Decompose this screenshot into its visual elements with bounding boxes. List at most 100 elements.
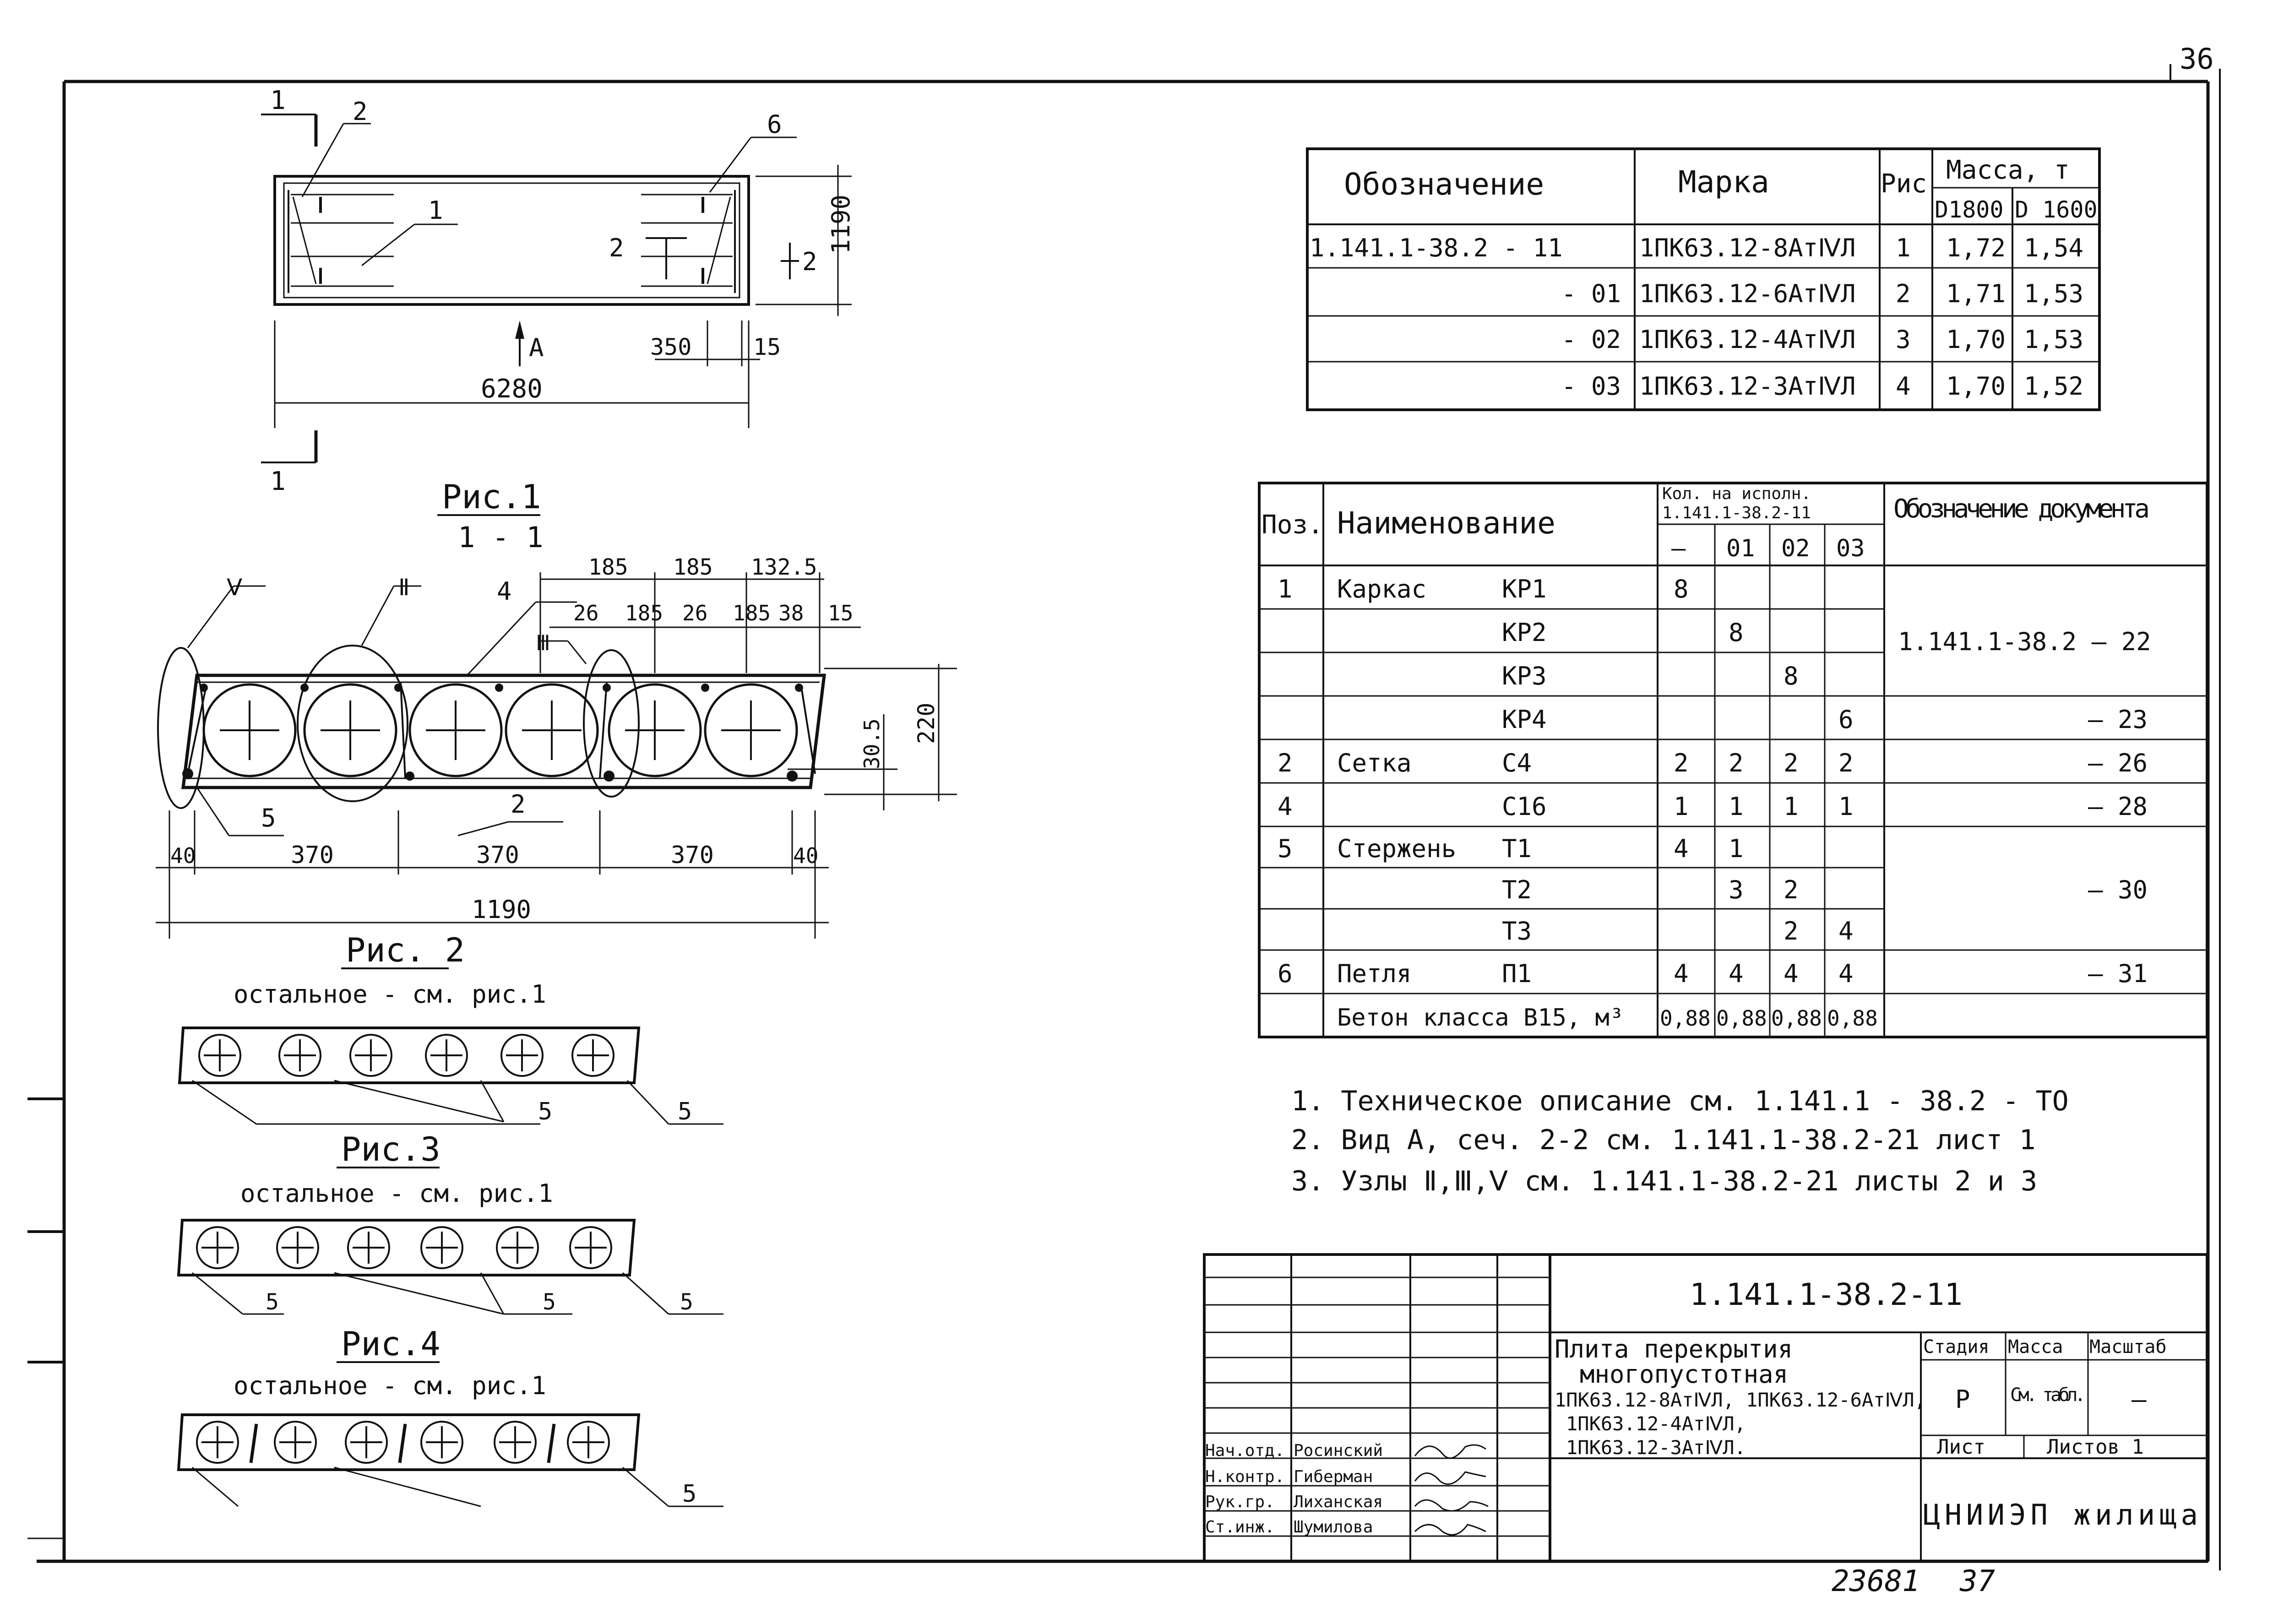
spec-row-5-item: С4 (1502, 749, 1532, 777)
sign-name-1: Росинский (1294, 1441, 1383, 1460)
plan-callout-6: 6 (767, 110, 782, 139)
spec-header-qty-doc: 1.141.1-38.2-11 (1662, 504, 1811, 522)
title-header-sheets: Листов 1 (2047, 1435, 2144, 1459)
plan-dim-length: 6280 (481, 374, 543, 404)
sign-role-3: Рук.гр. (1205, 1493, 1275, 1511)
fig1-callout-5: 5 (261, 804, 276, 832)
marks-row-4-d1800: 1,70 (1946, 372, 2006, 401)
spec-row-9-item: Т3 (1502, 917, 1532, 945)
marks-row-1-designation: 1.141.1-38.2 - 11 (1310, 234, 1563, 262)
marks-row-3-fig: 3 (1896, 325, 1911, 354)
marks-header-mark: Марка (1678, 164, 1769, 200)
title-header-scale: Масштаб (2089, 1336, 2167, 1358)
fig2-note: остальное - см. рис.1 (234, 980, 546, 1009)
spec-row-10-q3: 4 (1838, 959, 1854, 988)
plan-section-2-right: 2 (802, 247, 817, 276)
spec-row-6-doc: — 28 (2088, 792, 2148, 821)
title-header-stage: Стадия (1923, 1336, 1990, 1358)
spec-row-7-name: Стержень (1337, 834, 1456, 863)
marks-row-2-d1600: 1,53 (2024, 279, 2083, 308)
note-3: 3. Узлы Ⅱ,Ⅲ,Ⅴ см. 1.141.1-38.2-21 листы … (1291, 1165, 2037, 1197)
view-arrow-label: A (529, 333, 544, 362)
fig1-callout-4: 4 (497, 577, 512, 606)
spec-row-3-item: КР3 (1502, 662, 1547, 690)
title-header-mass: Масса (2008, 1336, 2063, 1358)
note-2: 2. Вид А, сеч. 2-2 см. 1.141.1-38.2-21 л… (1291, 1124, 2036, 1156)
spec-row-7-q1: 1 (1729, 834, 1744, 863)
marks-row-3-d1600: 1,53 (2024, 325, 2083, 354)
fig3-callout-5c: 5 (680, 1289, 693, 1315)
fig3-note: остальное - см. рис.1 (240, 1179, 553, 1208)
spec-row-7-item: Т1 (1502, 834, 1532, 863)
spec-row-1-name: Каркас (1337, 575, 1426, 603)
spec-row-5-q3: 2 (1838, 749, 1854, 777)
fig1-dim-185a: 185 (625, 601, 663, 625)
plan-callout-1: 1 (428, 196, 443, 225)
plan-dim-15: 15 (753, 334, 781, 360)
fig3-callout-5a: 5 (266, 1289, 279, 1315)
spec-row-9-q2: 2 (1784, 917, 1799, 945)
plan-callout-2: 2 (353, 97, 368, 126)
spec-row-5-q2: 2 (1784, 749, 1799, 777)
marks-header-d1800: D1800 (1935, 196, 2004, 223)
spec-header-variant-02: 02 (1781, 535, 1810, 562)
fig4-title: Рис.4 (341, 1325, 440, 1363)
signature-scribbles (1414, 1444, 1489, 1536)
sign-name-3: Лиханская (1294, 1493, 1383, 1511)
fig1-section (156, 572, 957, 939)
marks-row-2-fig: 2 (1896, 279, 1911, 308)
marks-row-4-d1600: 1,52 (2024, 372, 2083, 401)
spec-header-variant-03: 03 (1836, 535, 1865, 562)
sign-name-2: Гиберман (1294, 1467, 1373, 1486)
spec-row-5-name: Сетка (1337, 749, 1412, 777)
fig1-dim-370-3: 370 (671, 842, 714, 869)
marks-row-3-mark: 1ПК63.12-4АтⅣЛ (1639, 325, 1855, 354)
marks-row-4-mark: 1ПК63.12-3АтⅣЛ (1639, 372, 1855, 401)
marks-row-1-d1600: 1,54 (2024, 234, 2083, 262)
spec-row-9-q3: 4 (1838, 917, 1854, 945)
fig1-dim-26a: 26 (573, 601, 598, 625)
fig3-title: Рис.3 (341, 1130, 440, 1168)
note-1: 1. Техническое описание см. 1.141.1 - 38… (1291, 1085, 2069, 1117)
marks-row-3-designation: - 02 (1561, 325, 1621, 354)
spec-row-8-q1: 3 (1729, 875, 1744, 904)
spec-header-doc: Обозначение документа (1893, 494, 2150, 524)
spec-row-5-doc: — 26 (2088, 749, 2148, 777)
spec-row-11-q1: 0,88 (1716, 1006, 1767, 1031)
spec-row-5-pos: 2 (1278, 749, 1293, 777)
spec-row-5-q1: 2 (1729, 749, 1744, 777)
fig1-title: Рис.1 (442, 478, 541, 516)
fig1-node-3: Ⅲ (536, 630, 550, 655)
title-line-5: 1ПК63.12-3АтⅣЛ. (1566, 1436, 1746, 1459)
sheet-number: 36 (2180, 42, 2214, 76)
fig1-dim-26b: 26 (682, 601, 707, 625)
spec-row-2-q1: 8 (1729, 618, 1744, 647)
spec-row-6-item: С16 (1502, 792, 1547, 821)
marks-header-fig: Рис (1881, 169, 1927, 199)
fig3-callout-5b: 5 (543, 1289, 556, 1315)
title-block-code: 1.141.1-38.2-11 (1690, 1277, 1963, 1312)
spec-row-6-pos: 4 (1278, 792, 1293, 821)
fig1-height: 220 (913, 703, 940, 744)
fig4-note: остальное - см. рис.1 (234, 1371, 546, 1400)
archive-number: 23681 (1832, 1564, 1920, 1598)
spec-row-3-q2: 8 (1784, 662, 1799, 690)
spec-row-4-doc: — 23 (2088, 705, 2148, 734)
marks-table (1306, 147, 2101, 411)
spec-header-variant-01: 01 (1726, 535, 1755, 562)
spec-row-11-q0: 0,88 (1660, 1006, 1711, 1031)
spec-row-4-q3: 6 (1838, 705, 1854, 734)
fig1-node-2: Ⅱ (398, 574, 410, 601)
spec-row-6-q3: 1 (1838, 792, 1854, 821)
spec-row-11-q2: 0,88 (1771, 1006, 1822, 1031)
fig1-top-dim-3: 132.5 (751, 554, 817, 580)
fig1-total-width: 1190 (472, 895, 531, 924)
fig2-title: Рис. 2 (346, 931, 465, 969)
fig1-callout-2: 2 (511, 790, 526, 819)
title-value-mass: См. табл. (2010, 1385, 2086, 1406)
spec-header-variant-0: — (1671, 535, 1686, 562)
fig4-callout-5: 5 (682, 1480, 696, 1508)
marks-row-2-mark: 1ПК63.12-6АтⅣЛ (1639, 279, 1855, 308)
spec-row-11-name: Бетон класса В15, м³ (1337, 1004, 1624, 1032)
plan-section-2-left: 2 (609, 234, 624, 262)
